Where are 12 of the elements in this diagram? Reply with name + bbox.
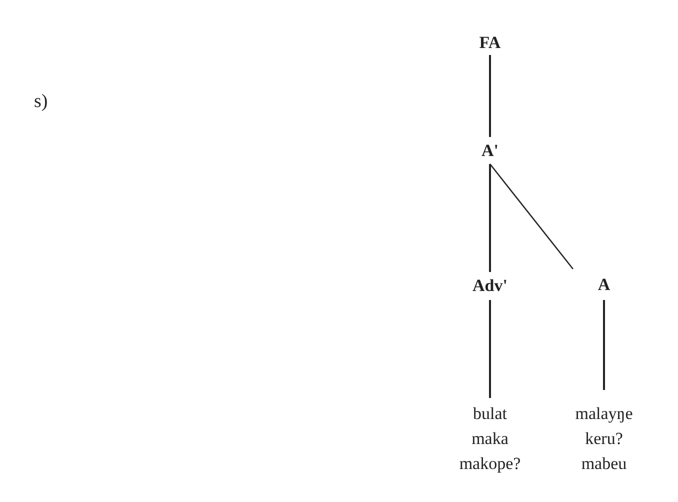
category-label: A <box>573 269 635 300</box>
tree-branch <box>489 300 491 398</box>
category-label: Adv' <box>468 272 512 300</box>
category-label: A' <box>478 137 502 164</box>
word-group: malayŋe keru? mabeu <box>575 390 633 476</box>
tree-branch <box>489 164 491 272</box>
tree-branch <box>489 164 574 270</box>
example-letter: s) <box>34 90 48 114</box>
tree-branch <box>489 55 491 137</box>
category-label: FA <box>475 30 505 55</box>
tree-branch <box>603 300 605 390</box>
word-group: bulat maka makope? <box>459 398 521 476</box>
